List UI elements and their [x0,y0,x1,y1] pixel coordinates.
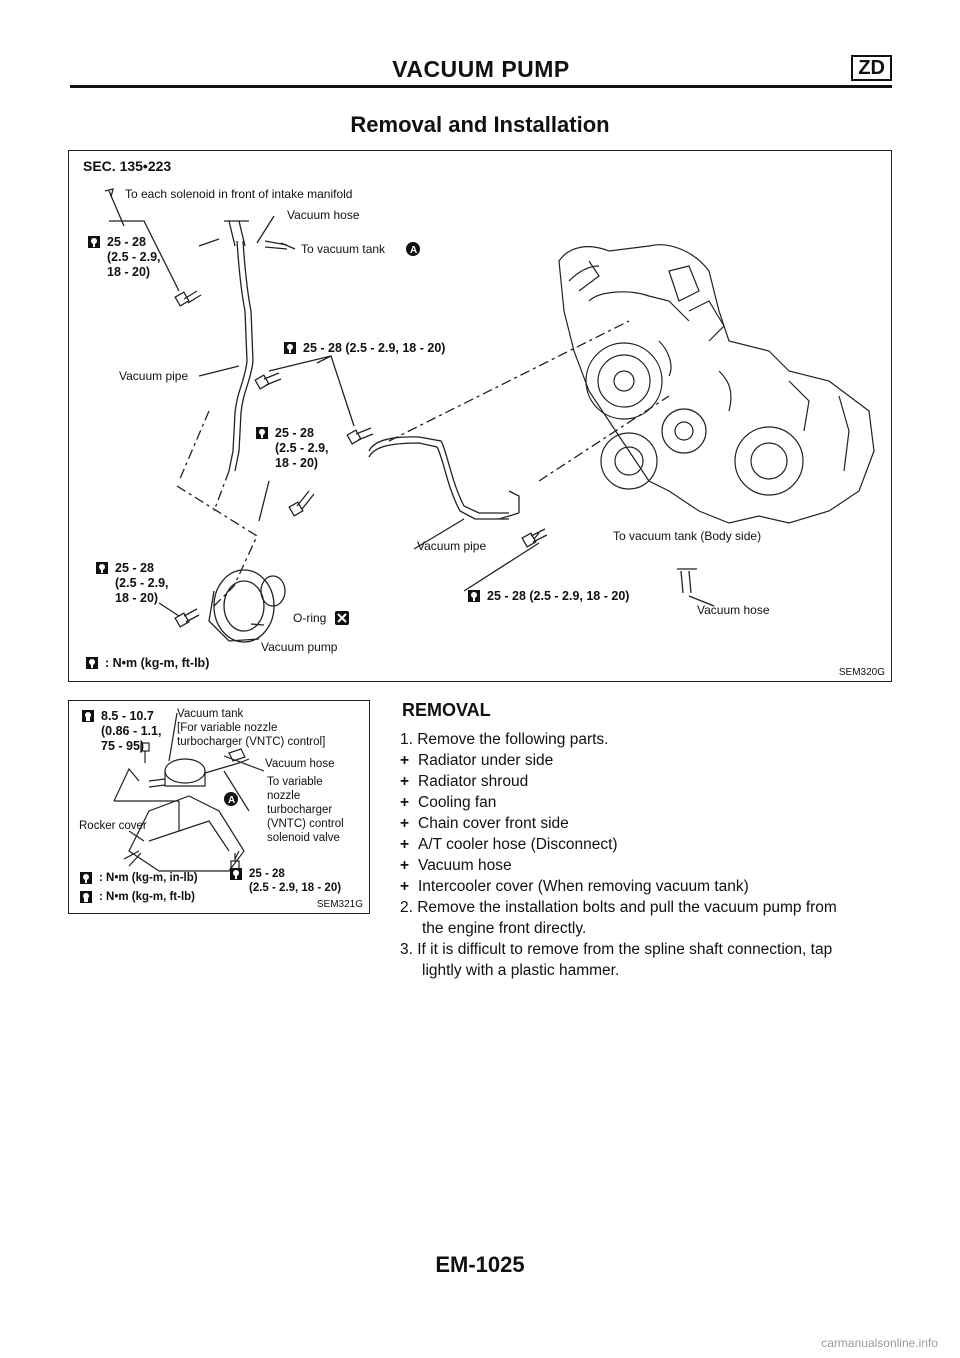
torque-spec-mid-top: 25 - 28 (2.5 - 2.9, 18 - 20) [303,341,446,355]
removal-bullet-item: + Chain cover front side [400,813,895,834]
torque-spec-tank: 8.5 - 10.7 (0.86 - 1.1, 75 - 95) [101,709,162,753]
removal-step-text: Cooling fan [418,794,497,811]
torque-spec-top-left: 25 - 28 (2.5 - 2.9, 18 - 20) [107,235,161,279]
removal-step-text: Vacuum hose [418,857,512,874]
mark-a-label: A [410,245,417,256]
removal-bullet-item: + Vacuum hose [400,855,895,876]
removal-section: REMOVAL 1. Remove the following parts. + R… [400,700,895,981]
label-o-ring: O-ring [293,611,327,625]
figure-1-drawing: A [104,188,875,643]
label-to-tank-body: To vacuum tank (Body side) [613,529,762,543]
torque-wrench-icon [80,891,92,903]
header-rule [70,85,892,88]
torque-spec-mid-left: 25 - 28 (2.5 - 2.9, 18 - 20) [275,426,329,470]
torque-wrench-icon [230,868,242,880]
removal-step: the engine front directly. [400,918,895,939]
legend-ft-lb: : N•m (kg-m, ft-lb) [99,891,196,903]
figure-vacuum-tank: A 8.5 - 10.7 (0.86 - 1.1, 75 - 95) Vacuu… [68,700,370,914]
bullet-mark: + [400,773,410,790]
removal-bullet-item: + Radiator shroud [400,771,895,792]
removal-heading: REMOVAL [402,700,491,720]
label-vacuum-hose-bottom: Vacuum hose [697,603,770,617]
bullet-mark: + [400,836,410,853]
figure-vacuum-pump-assembly: A SEC. 135•223 To each solenoid in front… [68,150,892,682]
label-rocker-cover: Rocker cover [79,820,147,832]
removal-step-text: A/T cooler hose (Disconnect) [418,836,618,853]
torque-wrench-icon [96,562,108,574]
label-vacuum-hose: Vacuum hose [265,758,335,770]
mark-a-icon [224,792,238,806]
removal-step-text: 2. Remove the installation bolts and pul… [400,899,837,916]
label-vacuum-hose-top: Vacuum hose [287,208,360,222]
engine-badge: ZD [851,55,892,81]
figure-2-drawing: A [113,712,265,872]
removal-step-text: Intercooler cover (When removing vacuum … [418,878,749,895]
torque-spec-bottom: 25 - 28 (2.5 - 2.9, 18 - 20) [487,589,630,603]
removal-bullet-item: + A/T cooler hose (Disconnect) [400,834,895,855]
torque-wrench-icon [468,590,480,602]
label-to-variable-nozzle: To variable nozzle turbocharger (VNTC) c… [267,776,344,844]
torque-spec-bottom-left: 25 - 28 (2.5 - 2.9, 18 - 20) [115,561,169,605]
bullet-mark: + [400,815,410,832]
label-to-vacuum-tank: To vacuum tank [301,242,386,256]
figure-code: SEM320G [838,667,885,678]
legend-torque-units: : N•m (kg-m, ft-lb) [105,656,210,670]
removal-step-text: the engine front directly. [422,920,587,937]
mark-a-icon [406,242,420,256]
bullet-mark: + [400,857,410,874]
removal-step-text: Chain cover front side [418,815,569,832]
removal-bullet-item: + Radiator under side [400,750,895,771]
label-vacuum-tank: Vacuum tank [For variable nozzle turboch… [177,708,326,748]
removal-step-text: Radiator under side [418,752,554,769]
label-vacuum-pump: Vacuum pump [261,640,338,654]
removal-steps: 1. Remove the following parts. + Radiator … [400,729,895,981]
torque-wrench-icon [80,872,92,884]
torque-wrench-icon [88,236,100,248]
label-to-solenoid: To each solenoid in front of intake mani… [125,187,353,201]
removal-step-text: 3. If it is difficult to remove from the… [400,941,833,958]
removal-step: 3. If it is difficult to remove from the… [400,939,895,960]
removal-step: lightly with a plastic hammer. [400,960,895,981]
page-header: VACUUM PUMP ZD [70,52,892,88]
legend-in-lb: : N•m (kg-m, in-lb) [99,872,198,884]
torque-wrench-icon [256,427,268,439]
label-vacuum-pipe-left: Vacuum pipe [119,369,189,383]
section-title: Removal and Installation [350,112,610,137]
removal-bullet-item: + Intercooler cover (When removing vacuum… [400,876,895,897]
removal-bullet-item: + Cooling fan [400,792,895,813]
replace-part-icon [335,611,349,625]
removal-step: 1. Remove the following parts. [400,729,895,750]
torque-spec-solenoid: 25 - 28 (2.5 - 2.9, 18 - 20) [249,868,342,894]
bullet-mark: + [400,794,410,811]
bullet-mark: + [400,752,410,769]
torque-wrench-icon [284,342,296,354]
section-number: SEC. 135•223 [83,158,172,174]
torque-wrench-icon [86,657,98,669]
torque-wrench-icon [82,710,94,722]
removal-step-text: Radiator shroud [418,773,529,790]
label-vacuum-pipe-bottom: Vacuum pipe [417,539,487,553]
removal-step-text: 1. Remove the following parts. [400,731,609,748]
watermark: carmanualsonline.info [821,1336,938,1350]
mark-a-label: A [228,795,235,806]
removal-step: 2. Remove the installation bolts and pul… [400,897,895,918]
removal-step-text: lightly with a plastic hammer. [422,962,620,979]
figure-code: SEM321G [316,899,363,910]
page-number: EM-1025 [435,1252,525,1277]
header-title: VACUUM PUMP [392,56,570,82]
bullet-mark: + [400,878,410,895]
